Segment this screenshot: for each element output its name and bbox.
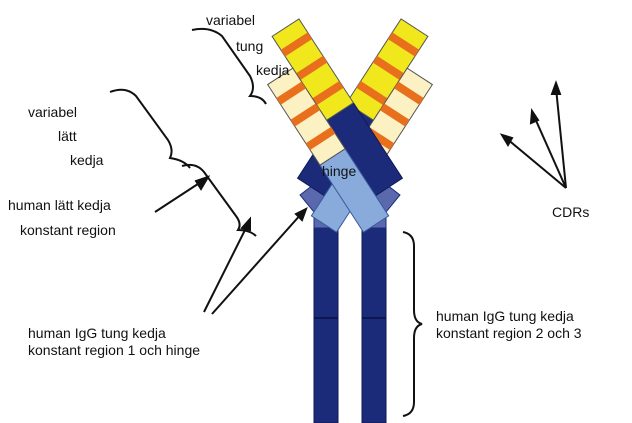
- brace-variabel-latt: [110, 90, 190, 168]
- arrowhead-igg1-to-ch: [242, 219, 250, 230]
- label-variabel-tung-3: kedja: [256, 62, 289, 78]
- label-variabel-tung-2: tung: [236, 38, 263, 54]
- brace-human-igg-2: [403, 232, 422, 416]
- label-variabel-latt-3: kedja: [70, 152, 103, 168]
- heavy-chain-left-stem: [314, 228, 338, 423]
- arrowhead-cdr-1: [502, 135, 512, 145]
- label-cdrs: CDRs: [552, 204, 589, 220]
- arrow-cdr-1: [506, 138, 566, 188]
- label-variabel-latt-2: lätt: [58, 128, 77, 144]
- heavy-chain-right-stem: [362, 228, 386, 423]
- arrowhead-cdr-3: [552, 83, 560, 94]
- arrowhead-cdr-2: [531, 111, 538, 123]
- label-human-igg-1-line2: konstant region 1 och hinge: [28, 342, 200, 358]
- arrow-igg1-to-hinge: [212, 213, 302, 314]
- label-variabel-tung-1: variabel: [206, 12, 255, 28]
- arrow-cdr-2: [534, 116, 566, 188]
- arrow-human-latt: [155, 180, 204, 212]
- label-human-latt-2: konstant region: [20, 222, 116, 238]
- label-ch1: CH1: [244, 131, 266, 143]
- label-variabel-latt-1: variabel: [28, 104, 77, 120]
- label-human-latt-1: human lätt kedja: [8, 197, 111, 213]
- label-human-igg-2-line2: konstant region 2 och 3: [436, 325, 582, 341]
- arrow-cdr-3: [556, 88, 566, 188]
- label-human-igg-2-line1: human IgG tung kedja: [436, 308, 574, 324]
- label-human-igg-1-line1: human IgG tung kedja: [28, 325, 166, 341]
- arrowhead-human-latt: [196, 177, 208, 189]
- label-hinge: hinge: [322, 163, 356, 179]
